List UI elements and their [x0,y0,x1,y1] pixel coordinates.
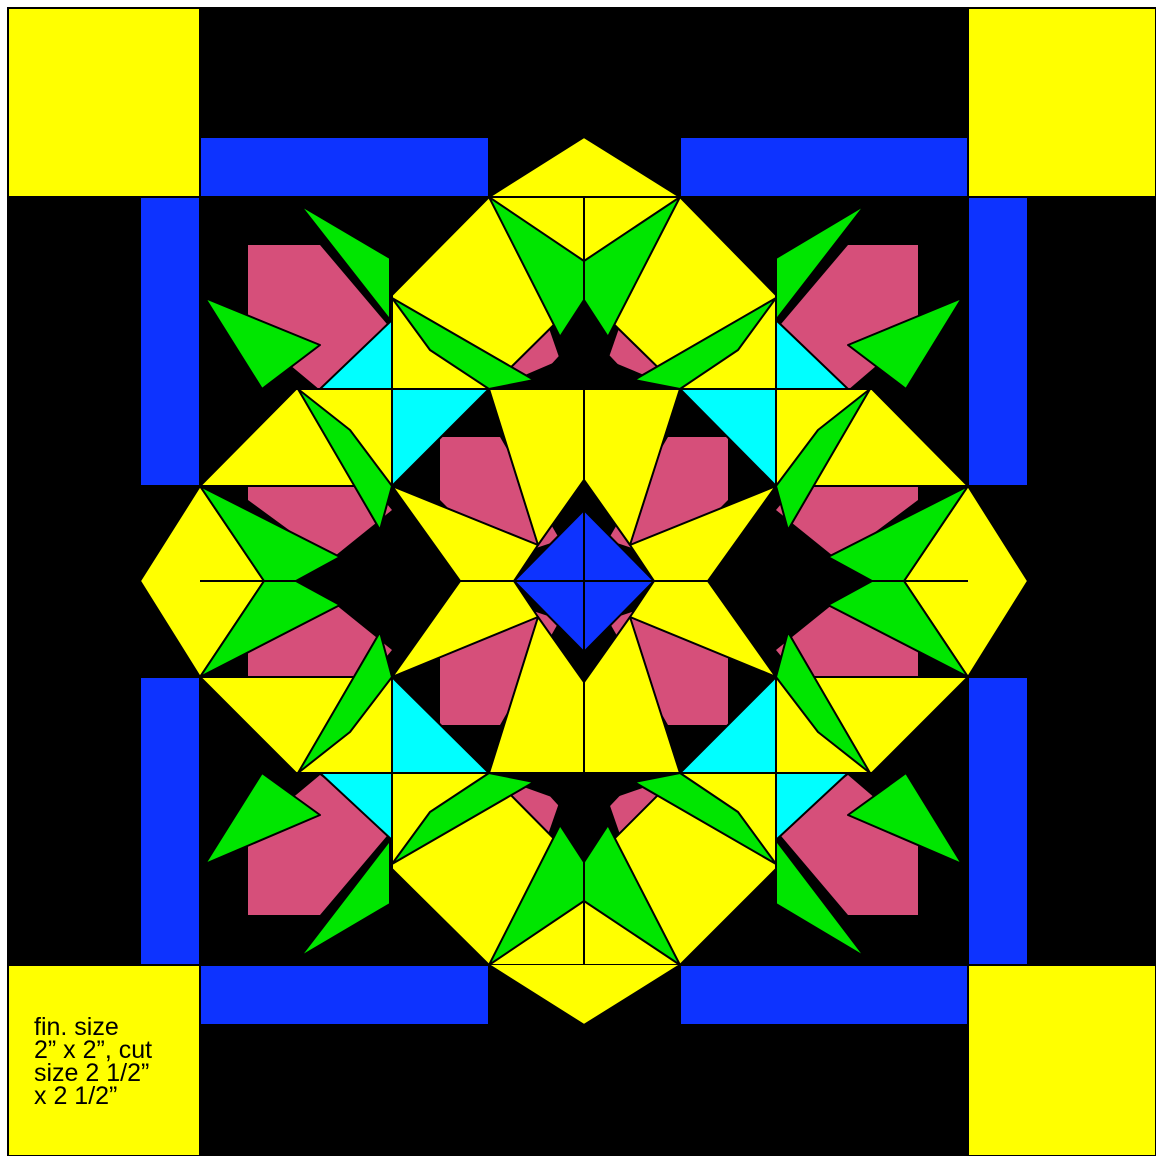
corner-note: fin. size 2” x 2”, cut size 2 1/2” x 2 1… [34,1016,199,1108]
corner-square-top-left [8,8,200,197]
corner-square-top-right [968,8,1156,197]
corner-square-bottom-right [968,965,1156,1156]
